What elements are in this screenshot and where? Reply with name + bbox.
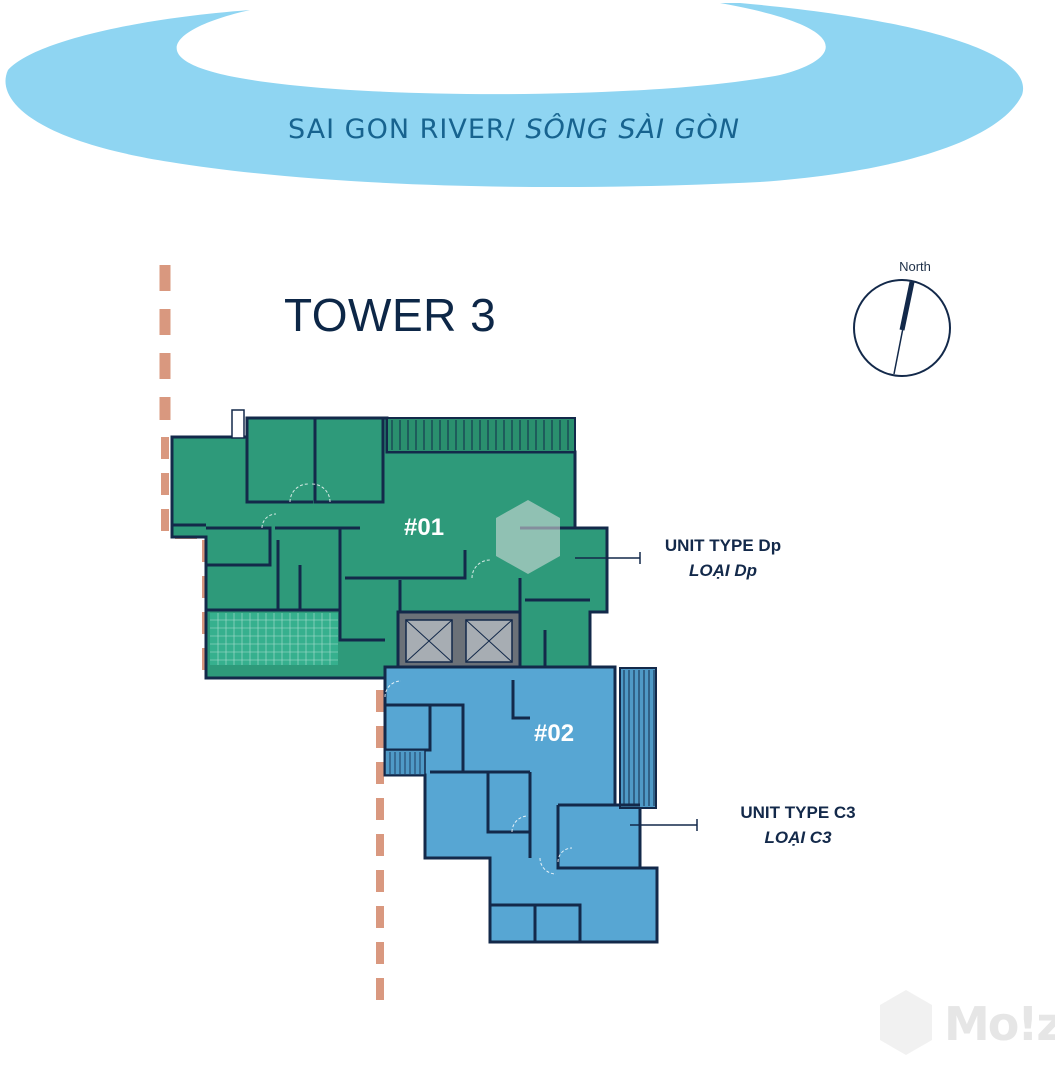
river-shape [5,3,1024,188]
unit-02-type-label: UNIT TYPE C3 [740,803,856,822]
river-label: SAI GON RIVER/ SÔNG SÀI GÒN [0,114,1028,145]
north-compass-icon [853,279,951,377]
stair [384,749,426,776]
unit-02-legend: UNIT TYPE C3 LOẠI C3 [718,800,878,850]
unit-01-number: #01 [404,514,445,541]
watermark-logo-icon [496,500,932,1055]
tower-title: TOWER 3 [284,289,497,341]
lift-core [396,610,522,672]
unit-02-plan [383,665,659,944]
unit-01-type-label: UNIT TYPE Dp [664,536,782,555]
north-label: North [899,259,931,274]
watermark-text: Mo!z [944,997,1055,1051]
river-label-en: SAI GON RIVER/ [288,114,526,145]
unit-02-number: #02 [534,720,575,747]
unit-02-type-label-vn: LOẠI C3 [764,828,832,847]
river-label-vn: SÔNG SÀI GÒN [525,114,740,145]
site-boundary [159,265,384,1000]
unit-01-type-label-vn: LOẠI Dp [689,561,757,580]
service-yard [210,613,338,665]
callout-lines [575,552,698,831]
unit-01-legend: UNIT TYPE Dp LOẠI Dp [652,533,794,583]
